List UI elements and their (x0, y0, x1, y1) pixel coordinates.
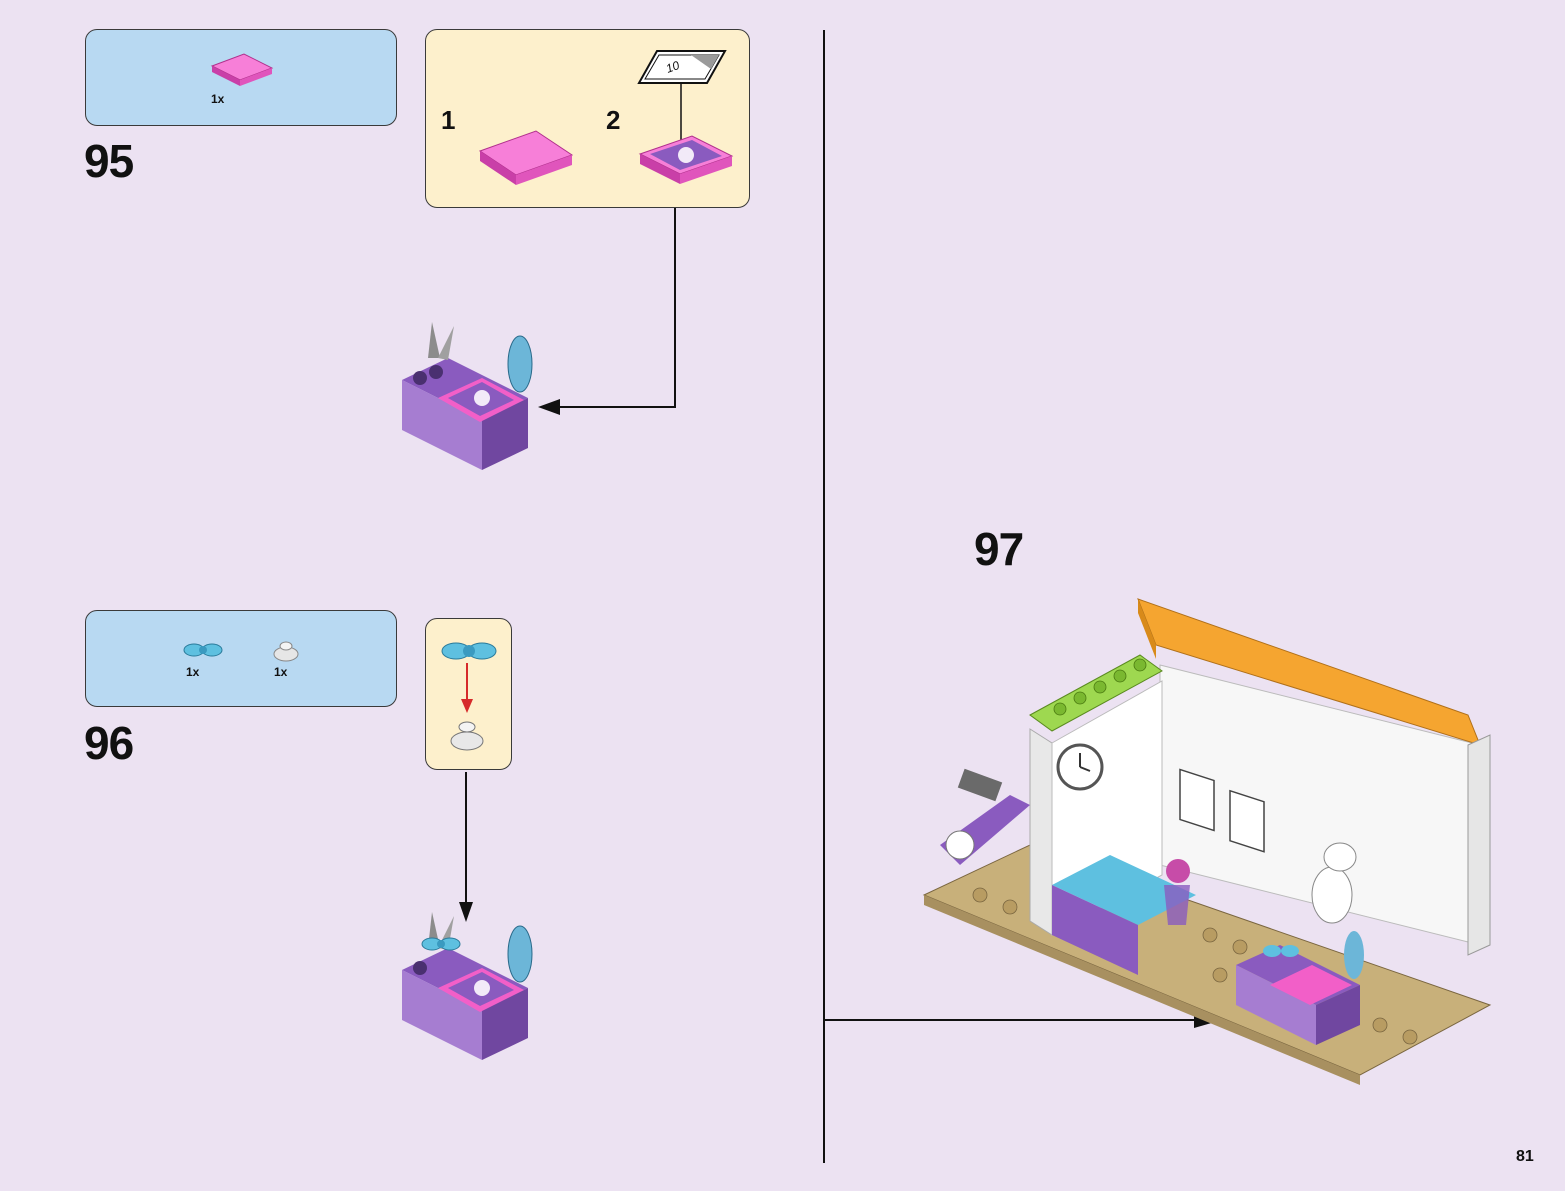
substep-number-2: 2 (606, 105, 621, 135)
page-number: 81 (1516, 1148, 1534, 1165)
page-divider (823, 30, 825, 1163)
pink-tile-icon (210, 53, 274, 86)
vanity-model-icon (402, 912, 533, 1060)
step-number-95: 95 (84, 135, 134, 187)
step-number-97: 97 (974, 523, 1024, 575)
part-qty: 1x (211, 92, 225, 106)
part-qty: 1x (274, 665, 288, 679)
stickered-tile-icon (638, 135, 734, 184)
callout-connector-arrow (459, 772, 473, 922)
pink-tile-icon (478, 130, 574, 185)
bow-assembly-icon (441, 642, 497, 751)
pet-salon-model-icon (922, 598, 1492, 1085)
vanity-model-icon (402, 322, 533, 470)
part-qty: 1x (186, 665, 200, 679)
round-plate-icon (273, 641, 299, 662)
step-number-96: 96 (84, 717, 134, 769)
parts-box-step-95: 1x (85, 29, 397, 126)
parts-box-step-96: 1x 1x (85, 610, 397, 707)
substep-box-step-95: 1 2 10 (425, 29, 750, 208)
substep-box-step-96 (425, 618, 512, 770)
sticker-callout-icon (637, 50, 727, 140)
callout-connector-arrow (538, 208, 676, 415)
light-blue-bow-icon (183, 643, 223, 657)
substep-number-1: 1 (441, 105, 456, 135)
